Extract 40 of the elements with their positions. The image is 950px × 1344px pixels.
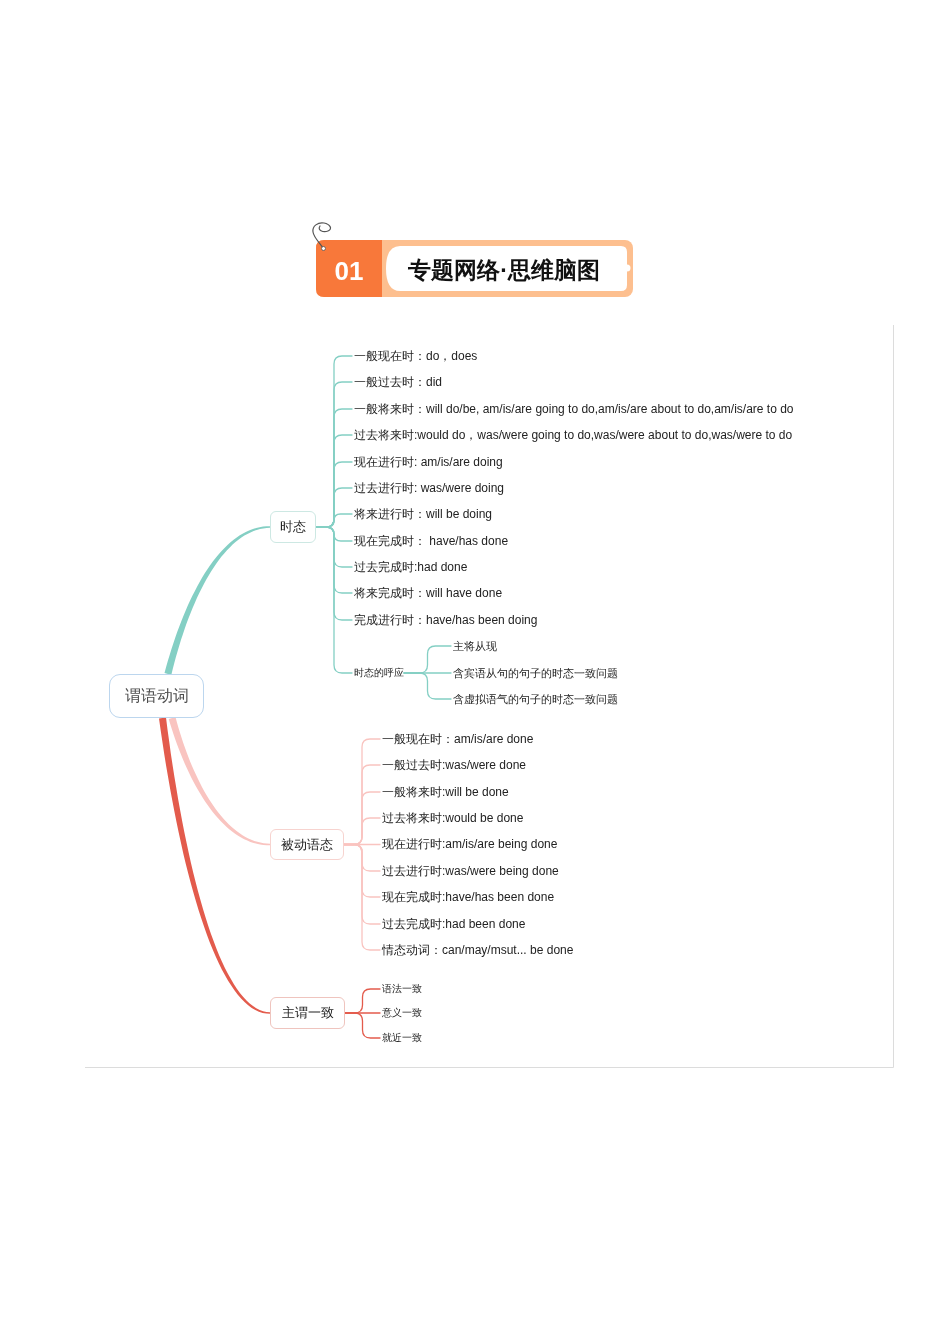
leaf-label: 过去将来时:would be done — [382, 810, 524, 826]
main-branch — [168, 717, 270, 846]
leaf-label: 主将从现 — [453, 638, 497, 654]
main-branch — [164, 526, 270, 675]
leaf-label: 过去完成时:had done — [354, 559, 468, 575]
leaf-label: 一般将来时：will do/be, am/is/are going to do,am/is/are about to do,am/is/are to do — [354, 401, 794, 417]
leaf-label: 现在完成时:have/has been done — [382, 889, 555, 905]
leaf-label: 就近一致 — [382, 1031, 422, 1045]
leaf-label: 含宾语从句的句子的时态一致问题 — [453, 665, 618, 681]
leaf-label: 时态的呼应 — [354, 666, 404, 680]
leaf-label: 一般现在时：am/is/are done — [382, 731, 534, 747]
leaf-label: 现在进行时: am/is/are doing — [354, 454, 503, 470]
leaf-label: 将来完成时：will have done — [354, 585, 503, 601]
leaf-label: 过去将来时:would do，was/were going to do,was/were about to do,was/were to do — [354, 427, 793, 443]
branch-line — [344, 1012, 381, 1039]
leaf-label: 情态动词：can/may/msut... be done — [382, 942, 574, 958]
leaf-label: 意义一致 — [382, 1006, 422, 1020]
leaf-label: 过去完成时:had been done — [382, 916, 526, 932]
branch-line — [315, 526, 353, 674]
leaf-label: 将来进行时：will be doing — [354, 506, 493, 522]
branch-box: 被动语态 — [270, 829, 344, 860]
leaf-label: 现在完成时： have/has done — [354, 533, 509, 549]
leaf-label: 一般现在时：do，does — [354, 348, 478, 364]
leaf-label: 一般过去时:was/were done — [382, 757, 527, 773]
leaf-label: 过去进行时:was/were being done — [382, 863, 559, 879]
branch-line — [343, 843, 381, 951]
leaf-label: 完成进行时：have/has been doing — [354, 612, 538, 628]
leaf-label: 含虚拟语气的句子的时态一致问题 — [453, 691, 618, 707]
leaf-label: 一般将来时:will be done — [382, 784, 509, 800]
branch-box: 主谓一致 — [270, 997, 345, 1029]
title: 专题网络·思维脑图 — [407, 256, 601, 285]
branch-line — [403, 672, 452, 700]
leaf-label: 过去进行时: was/were doing — [354, 480, 505, 496]
main-branch — [159, 717, 270, 1014]
branch-box: 时态 — [270, 511, 316, 543]
topic-box: 谓语动词 — [109, 674, 204, 718]
section-number: 01 — [333, 255, 365, 287]
leaf-label: 语法一致 — [382, 982, 422, 996]
leaf-label: 现在进行时:am/is/are being done — [382, 836, 558, 852]
leaf-label: 一般过去时：did — [354, 374, 442, 390]
